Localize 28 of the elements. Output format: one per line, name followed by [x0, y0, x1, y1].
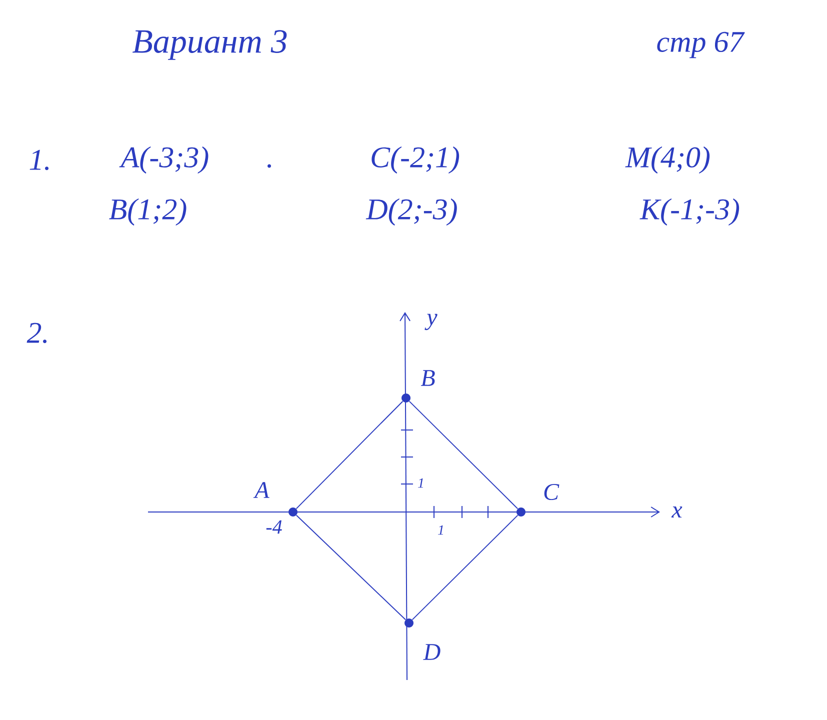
tick-label: 1	[418, 478, 423, 488]
dot-text: .	[268, 164, 272, 168]
title-text: Вариант 3	[132, 30, 287, 60]
rhombus-side	[296, 514, 406, 620]
point-dot	[404, 618, 414, 628]
rhombus-side	[296, 400, 404, 510]
coordinate-text: D(2;-3)	[366, 198, 457, 226]
point-label: A	[253, 482, 270, 498]
coordinate-text: K(-1;-3)	[640, 198, 740, 226]
point-dot	[402, 394, 410, 402]
coordinate-text: C(-2;1)	[372, 146, 460, 174]
point-dot	[288, 508, 298, 516]
rhombus-side	[412, 514, 518, 620]
rhombus-side	[408, 400, 518, 510]
tick-label: 1	[438, 525, 443, 535]
page-number: стр 67	[657, 32, 745, 58]
point-label: D	[423, 644, 440, 660]
coordinate-text: M(4;0)	[625, 146, 710, 174]
coordinate-text: A(-3;3)	[119, 146, 208, 174]
point-label: B	[420, 370, 435, 386]
axis-label: y	[424, 314, 438, 330]
axis-label: x	[671, 506, 682, 518]
coordinate-text: B(1;2)	[109, 198, 186, 226]
task-number: 2.	[26, 322, 47, 344]
point-label: C	[544, 484, 560, 500]
tick-label: -4	[266, 520, 282, 534]
task-number: 1.	[30, 150, 49, 170]
point-dot	[516, 508, 526, 516]
